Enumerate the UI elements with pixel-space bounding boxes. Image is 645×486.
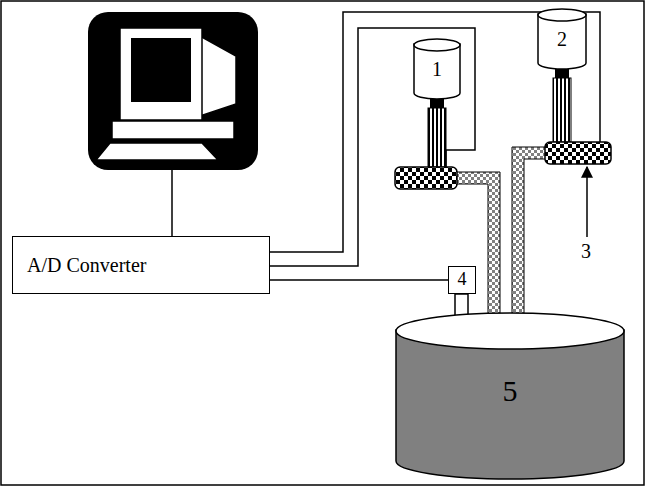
leader-arrow — [586, 167, 588, 237]
bottle-neck — [553, 78, 571, 142]
callout-number: 1 — [432, 58, 442, 80]
sensor-box: 4 — [448, 266, 476, 294]
reservoir-bottle: 2 — [537, 8, 587, 70]
valve-wire — [270, 12, 600, 252]
computer-icon — [88, 12, 258, 170]
callout-number: 2 — [557, 28, 567, 50]
callout-number: 3 — [581, 241, 591, 261]
bottle-cap — [430, 99, 444, 108]
reservoir-bottle: 1 — [413, 38, 461, 100]
bottle-cap — [555, 69, 569, 78]
valve — [545, 142, 611, 164]
bottle-neck — [428, 108, 446, 167]
cable — [171, 170, 173, 236]
converter-box: A/D Converter — [12, 236, 270, 294]
tank: 5 — [395, 312, 625, 480]
box-label: A/D Converter — [27, 254, 146, 276]
callout-number: 5 — [503, 374, 518, 407]
pipe — [512, 147, 547, 318]
callout-number: 4 — [458, 270, 467, 290]
valve-wire — [270, 28, 475, 266]
valve — [395, 167, 457, 189]
signal-wire — [270, 279, 448, 281]
